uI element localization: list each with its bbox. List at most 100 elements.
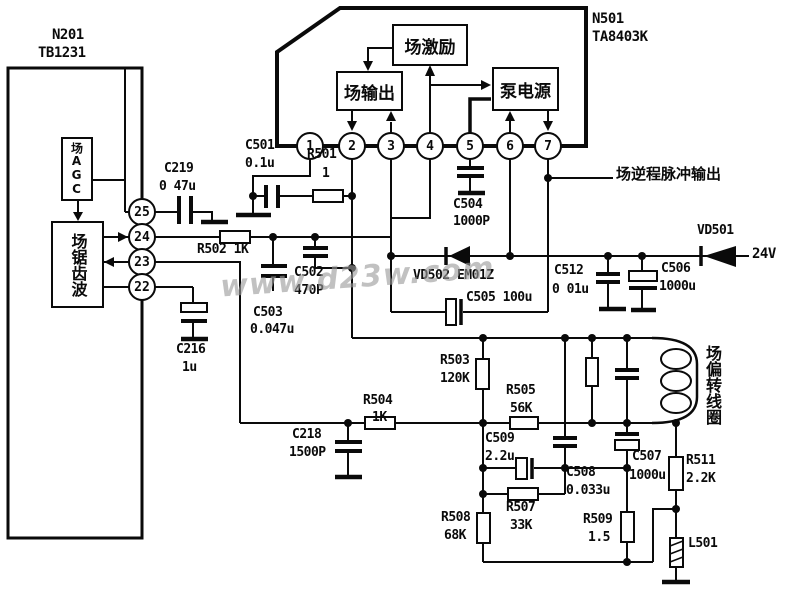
- arrow-down-agc: [73, 212, 83, 221]
- c501-plates: [264, 185, 280, 208]
- electrolytic-capacitors: [180, 270, 658, 480]
- c218-value: 1500P: [289, 445, 326, 460]
- c505-label: C505 100u: [466, 290, 532, 305]
- r511-body: [668, 456, 684, 491]
- n501-pin-7: 7: [544, 139, 552, 154]
- capacitor-plates: [177, 166, 639, 453]
- r508-ref: R508: [441, 510, 471, 525]
- junction-dots: [249, 174, 680, 566]
- vd501-label: VD501: [697, 223, 734, 238]
- r504-value: 1K: [372, 410, 387, 425]
- r504-ref: R504: [363, 393, 393, 408]
- n501-pin3-circle: [377, 132, 405, 160]
- n201-part: TB1231: [38, 45, 86, 61]
- arrow-pin4-to-drive: [425, 65, 435, 76]
- n501-pin-2: 2: [348, 139, 356, 154]
- r507-value: 33K: [510, 518, 532, 533]
- c507-ref: C507: [632, 449, 662, 464]
- c508-plates: [553, 436, 577, 448]
- r503-ref: R503: [440, 353, 470, 368]
- arrow-to-pin24: [118, 232, 128, 242]
- n501-pin-4: 4: [426, 139, 434, 154]
- r505-value: 56K: [510, 401, 532, 416]
- n201-pin-22: 22: [134, 280, 150, 295]
- l501-body: [669, 537, 684, 568]
- arrow-drive-to-output: [363, 61, 373, 71]
- n501-output-block: 场输出: [344, 83, 395, 104]
- c218-ref: C218: [292, 427, 322, 442]
- n201-sawtooth-block: 场锯齿波: [68, 232, 88, 297]
- c506-value: 1000u: [659, 279, 696, 294]
- r501-ref: R501: [307, 147, 337, 162]
- r511-value: 2.2K: [686, 471, 716, 486]
- l501-label: L501: [688, 536, 718, 551]
- n501-drive-block: 场激励: [404, 37, 456, 58]
- c502-ref: C502: [294, 265, 324, 280]
- c503-ref: C503: [253, 305, 283, 320]
- c219-plates: [177, 196, 193, 224]
- c506-ref: C506: [661, 261, 691, 276]
- r508-value: 68K: [444, 528, 466, 543]
- arrow-pin3-to-output: [386, 111, 396, 121]
- r505-body: [509, 416, 539, 430]
- n201-pin-23: 23: [134, 255, 150, 270]
- r511-ref: R511: [686, 453, 716, 468]
- c506-plate-box: [628, 270, 658, 282]
- arrow-to-pump: [481, 80, 491, 90]
- r502-body: [219, 230, 251, 244]
- c218-plates: [335, 440, 362, 453]
- r508-body: [476, 512, 491, 544]
- pin-circles: [128, 132, 562, 301]
- n501-pin-5: 5: [466, 139, 474, 154]
- vd501-triangle: [704, 246, 736, 267]
- c503-plates: [261, 264, 287, 278]
- n501-pin-3: 3: [387, 139, 395, 154]
- n201-pin-24: 24: [134, 230, 150, 245]
- n201-pin22-circle: [128, 273, 156, 301]
- c503-value: 0.047u: [250, 322, 294, 337]
- c508-ref: C508: [566, 465, 596, 480]
- r502-label: R502 1K: [197, 242, 249, 257]
- n501-pin1-circle: [296, 132, 324, 160]
- supply-24v-label: 24V: [752, 246, 776, 262]
- c504-ref: C504: [453, 197, 483, 212]
- c502-value: 470P: [294, 283, 324, 298]
- n201-ref: N201: [52, 27, 84, 43]
- n501-pump-block: 泵电源: [500, 81, 551, 102]
- resistors: [219, 189, 684, 544]
- r503-value: 120K: [440, 371, 470, 386]
- n501-pin4-circle: [416, 132, 444, 160]
- r509-body: [620, 511, 635, 543]
- vd502-label: VD502 EM01Z: [413, 268, 494, 283]
- c504-plates: [457, 166, 484, 178]
- r505-ref: R505: [506, 383, 536, 398]
- cap-unlabeled-plates: [615, 368, 639, 380]
- r504-body: [364, 416, 396, 430]
- c501-ref: C501: [245, 138, 275, 153]
- c509-value: 2.2u: [485, 449, 515, 464]
- n501-pin2-circle: [338, 132, 366, 160]
- n501-ref: N501: [592, 11, 624, 27]
- r507-ref: R507: [506, 500, 536, 515]
- arrow-pin6-to-pump: [505, 111, 515, 121]
- vd502-triangle: [449, 246, 470, 266]
- c507-plate-box: [614, 439, 640, 451]
- n201-ic-outline: [6, 66, 144, 540]
- arrow-output-to-pin2: [347, 121, 357, 131]
- c504-value: 1000P: [453, 214, 490, 229]
- arrow-into-sawtooth: [104, 257, 114, 267]
- c507-value: 1000u: [629, 468, 666, 483]
- c509-ref: C509: [485, 431, 515, 446]
- r509-ref: R509: [583, 512, 613, 527]
- c512-ref: C512: [554, 263, 584, 278]
- deflection-coil-label: 场偏转线圈: [703, 345, 722, 425]
- c508-value: 0.033u: [566, 483, 610, 498]
- retrace-output-label: 场逆程脉冲输出: [616, 165, 722, 183]
- n501-pin5-circle: [456, 132, 484, 160]
- diodes: [444, 246, 736, 267]
- c219-value: 0 47u: [159, 179, 196, 194]
- c501-value: 0.1u: [245, 156, 275, 171]
- n501-pin6-circle: [496, 132, 524, 160]
- r501-value: 1: [322, 166, 330, 181]
